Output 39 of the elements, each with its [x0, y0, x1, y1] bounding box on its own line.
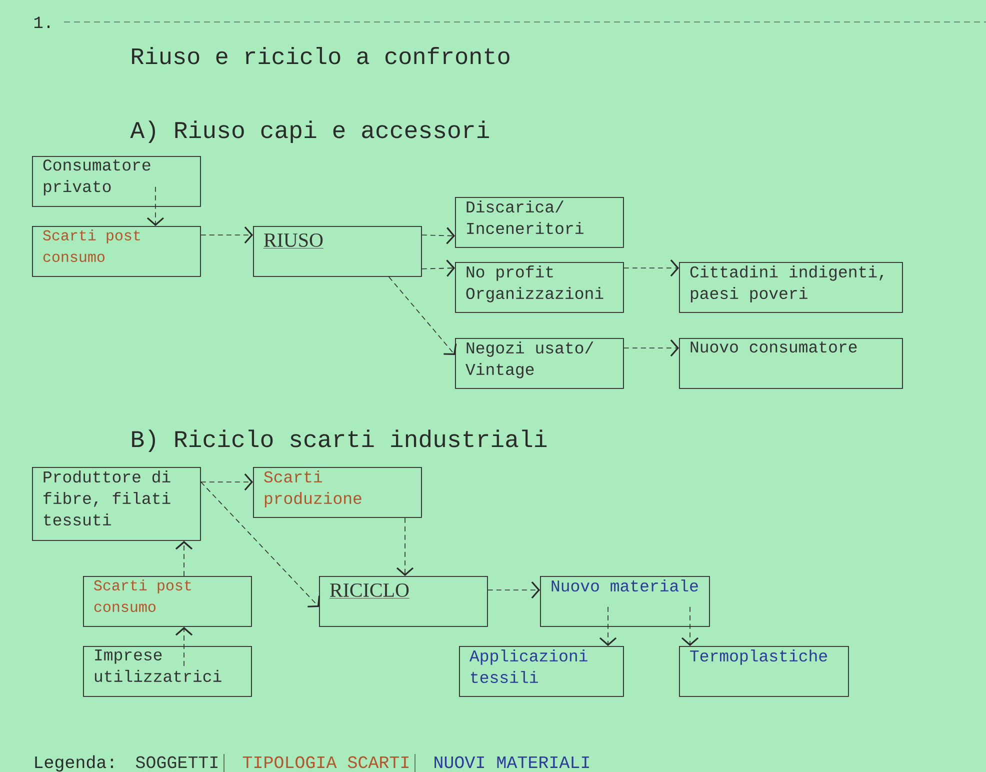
process-box: Imprese utilizzatrici	[83, 646, 252, 697]
title: Riuso e riciclo a confronto	[132, 46, 510, 64]
process-box: No profit Organizzazioni	[455, 262, 624, 313]
section-heading: B) Riciclo scarti industriali	[132, 430, 547, 452]
arrow	[422, 227, 455, 244]
process-box: Scarti post consumo	[83, 576, 252, 627]
arrow	[624, 259, 679, 277]
arrow	[422, 260, 455, 277]
legend-heading: Legenda:	[35, 755, 113, 772]
section-number: 1.	[34, 16, 50, 28]
process-box: Discarica/ Inceneritori	[455, 197, 624, 248]
process-box: Termoplastiche	[679, 646, 849, 697]
arrow	[200, 473, 253, 491]
section-heading: A) Riuso capi e accessori	[130, 120, 489, 143]
process-box: Cittadini indigenti, paesi poveri	[679, 262, 903, 313]
arrow	[681, 606, 699, 646]
legend-entry: TIPOLOGIA SCARTI	[242, 756, 408, 768]
arrow	[146, 186, 164, 226]
arrow	[200, 482, 320, 608]
arrow	[599, 606, 617, 646]
arrow	[388, 276, 457, 355]
process-box: RICICLO	[319, 576, 488, 627]
process-box: Scarti produzione	[253, 467, 422, 518]
process-box: Negozi usato/ Vintage	[455, 338, 624, 389]
process-box: Applicazioni tessili	[459, 646, 624, 697]
process-box: Nuovo consumatore	[679, 338, 903, 389]
process-box: RIUSO	[253, 226, 422, 277]
arrow	[624, 339, 679, 357]
legend-entry: SOGGETTI	[136, 756, 218, 768]
process-box: Produttore di fibre, filati tessuti	[32, 467, 201, 541]
legend-entry: NUOVI MATERIALI	[434, 756, 589, 768]
process-box: Consumatore privato	[32, 156, 201, 207]
arrow	[488, 581, 540, 599]
process-box: Nuovo materiale	[540, 576, 710, 627]
arrow	[175, 540, 193, 576]
arrow	[396, 518, 414, 576]
arrow	[200, 226, 253, 244]
arrow	[175, 626, 193, 666]
process-box: Scarti post consumo	[32, 226, 201, 277]
